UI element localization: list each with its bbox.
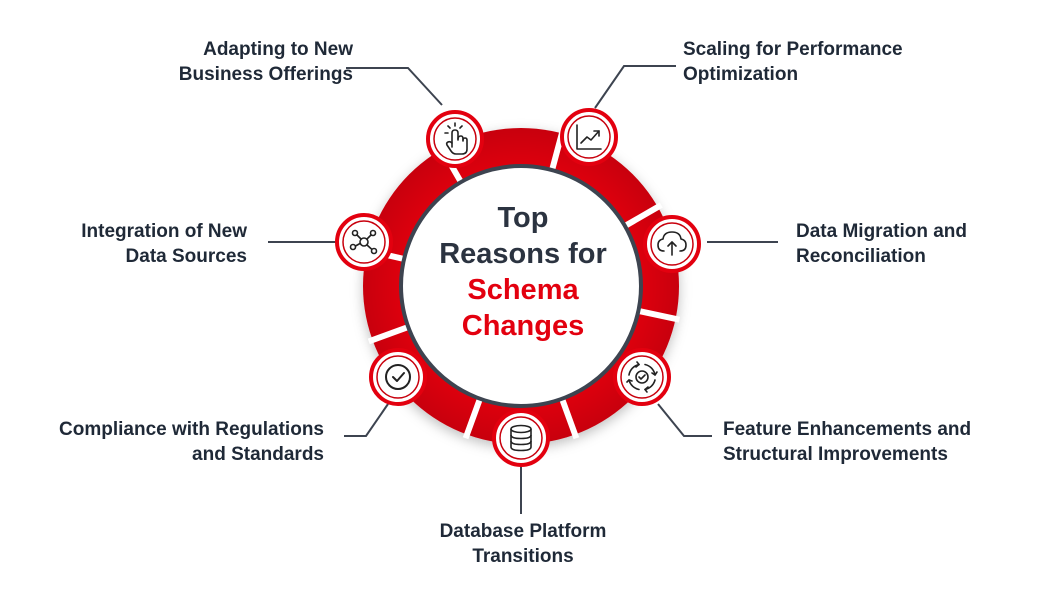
badge-integration bbox=[335, 213, 393, 271]
label-compliance-line1: Compliance with Regulations bbox=[59, 419, 324, 440]
hand-pointer-icon bbox=[444, 122, 468, 155]
center-title-line1: Top bbox=[497, 202, 549, 234]
center-disc bbox=[399, 164, 643, 408]
badge-compliance bbox=[369, 348, 427, 406]
cycle-check-icon bbox=[626, 361, 658, 393]
center-title-line4: Changes bbox=[461, 310, 585, 342]
label-scaling-line2: Optimization bbox=[683, 64, 799, 85]
center-title-line3: Schema bbox=[467, 274, 579, 306]
badge-adapting bbox=[426, 110, 484, 168]
cloud-upload-icon bbox=[657, 231, 687, 256]
label-platform-line2: Transitions bbox=[472, 546, 574, 567]
connector-lines bbox=[268, 65, 778, 514]
badge-feature bbox=[613, 348, 671, 406]
badge-scaling bbox=[560, 108, 618, 166]
center-title-line2: Reasons for bbox=[439, 238, 607, 270]
trend-chart-icon bbox=[576, 124, 602, 150]
label-feature-line1: Feature Enhancements and bbox=[723, 419, 972, 440]
label-adapting: Adapting to New Business Offerings bbox=[179, 37, 353, 87]
check-circle-icon bbox=[385, 364, 411, 390]
label-feature: Feature Enhancements and Structural Impr… bbox=[723, 417, 971, 467]
label-adapting-line2: Business Offerings bbox=[178, 64, 353, 85]
label-feature-line2: Structural Improvements bbox=[723, 444, 948, 465]
label-migration: Data Migration and Reconciliation bbox=[796, 219, 967, 269]
label-integration-line2: Data Sources bbox=[125, 246, 247, 267]
label-scaling: Scaling for Performance Optimization bbox=[683, 37, 903, 87]
network-nodes-icon bbox=[349, 229, 378, 255]
label-integration-line1: Integration of New bbox=[81, 221, 247, 242]
connector-scaling bbox=[594, 65, 676, 109]
label-compliance: Compliance with Regulations and Standard… bbox=[59, 417, 324, 467]
label-integration: Integration of New Data Sources bbox=[81, 219, 247, 269]
label-compliance-line2: and Standards bbox=[192, 444, 324, 465]
connector-compliance bbox=[344, 403, 389, 437]
label-adapting-line1: Adapting to New bbox=[203, 39, 353, 60]
connector-adapting bbox=[346, 67, 443, 106]
label-migration-line1: Data Migration and bbox=[796, 221, 968, 242]
center-title: Top Reasons for Schema Changes bbox=[400, 200, 646, 344]
label-migration-line2: Reconciliation bbox=[796, 246, 926, 267]
badge-migration bbox=[643, 215, 701, 273]
label-scaling-line1: Scaling for Performance bbox=[683, 39, 903, 60]
label-platform: Database Platform Transitions bbox=[400, 519, 646, 569]
badge-platform bbox=[492, 409, 550, 467]
database-icon bbox=[510, 424, 532, 452]
label-platform-line1: Database Platform bbox=[439, 521, 607, 542]
connector-feature bbox=[657, 403, 712, 437]
